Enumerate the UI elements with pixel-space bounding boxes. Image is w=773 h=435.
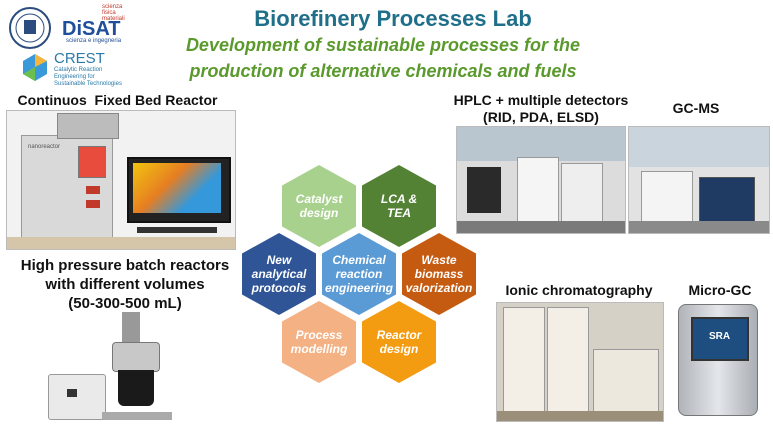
crest-logo: CREST Catalytic Reaction Engineering for… [20, 50, 150, 87]
hplc-label: HPLC + multiple detectors (RID, PDA, ELS… [453, 92, 629, 125]
monitor [127, 157, 231, 223]
micro-gc-label: Micro-GC [688, 282, 752, 298]
ionic-chromatography-photo [496, 302, 664, 422]
micro-gc-body: SRA [678, 304, 758, 416]
reactor-base [102, 412, 172, 420]
micro-gc-brand: SRA [709, 331, 731, 342]
bench [7, 237, 235, 249]
ic-module [503, 307, 545, 413]
bench [629, 221, 769, 233]
university-seal-icon [9, 7, 51, 49]
reactor-switch [86, 200, 100, 208]
reactor-switch [86, 186, 100, 194]
ic-module [547, 307, 589, 413]
hplc-photo [456, 126, 626, 234]
reactor-head [112, 342, 160, 372]
reactor-vessel [118, 370, 154, 406]
reactor-display [78, 146, 106, 178]
hplc-module [561, 163, 603, 223]
crest-subtitle: Catalytic Reaction Engineering for Susta… [54, 67, 122, 87]
lab-wall [629, 127, 769, 167]
fixed-bed-label: Continuos Fixed Bed Reactor [17, 92, 218, 108]
monitor-screen [133, 163, 221, 213]
bench [457, 221, 625, 233]
ionic-chromatography-label: Ionic chromatography [505, 282, 653, 298]
batch-reactors-label: High pressure batch reactors with differ… [20, 257, 230, 312]
gc-unit [641, 171, 693, 223]
crest-wordmark: CREST [54, 50, 105, 67]
disat-subtitle: scienza e ingegneria [66, 38, 122, 44]
micro-gc-screen: SRA [691, 317, 749, 361]
micro-gc-photo: SRA [672, 302, 766, 420]
controller-unit [48, 374, 106, 420]
disat-lines: scienza fisica materiali [102, 4, 125, 22]
batch-reactor-photo [40, 312, 220, 430]
controller-display [67, 389, 77, 397]
fixed-bed-photo: nanoreactor [6, 110, 236, 250]
lab-wall [457, 127, 625, 161]
autosampler [593, 349, 659, 413]
gcms-label: GC-MS [672, 100, 720, 116]
reactor-panel-label: nanoreactor [28, 144, 61, 150]
hplc-module [517, 157, 559, 223]
disat-logo: scienza fisica materiali DiSAT scienza e… [62, 4, 138, 44]
ms-unit [699, 177, 755, 223]
polito-logo [8, 6, 52, 50]
page-subtitle: Development of sustainable processes for… [185, 35, 581, 81]
reactor-cabinet: nanoreactor [21, 135, 113, 249]
disat-wordmark: DiSAT [62, 18, 121, 40]
hex-lca-tea: LCA &TEA [362, 165, 436, 247]
bench [497, 411, 663, 421]
hplc-monitor [467, 167, 501, 213]
gcms-photo [628, 126, 770, 234]
page-title: Biorefinery Processes Lab [254, 6, 532, 31]
crest-emblem-icon [23, 54, 47, 81]
keyboard [137, 227, 217, 233]
reactor-top-unit [57, 113, 119, 139]
